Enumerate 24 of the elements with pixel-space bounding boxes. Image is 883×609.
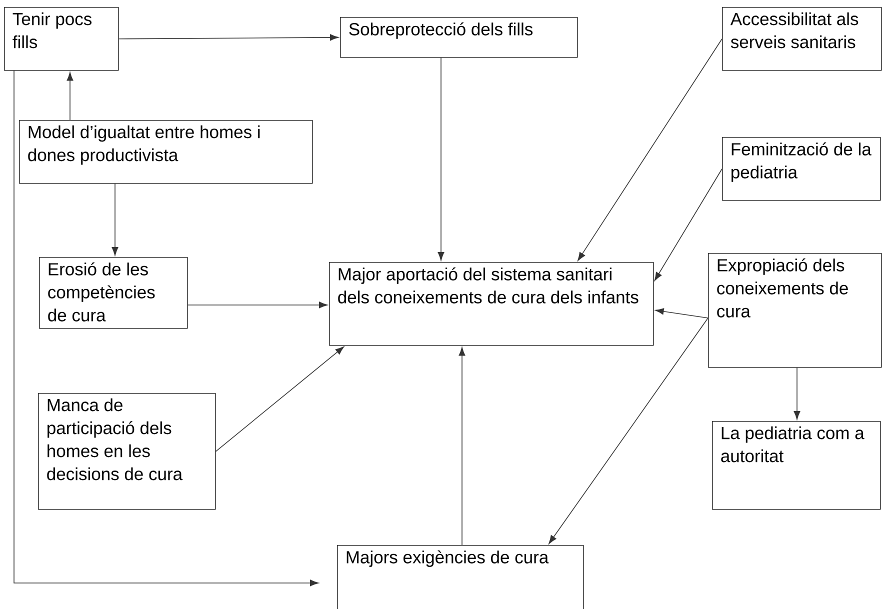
text-box: Tenir pocs fills: [4, 6, 119, 71]
arrow: [118, 34, 339, 41]
arrow: [112, 183, 118, 256]
text-box: Model d’igualtat entre homes i dones productivista: [19, 120, 313, 184]
text-box: Expropiació dels coneixements de cura: [708, 252, 882, 368]
text-box: La pediatria com a autoritat: [712, 420, 881, 510]
text-box: Manca de participació dels homes en les decisions de cura: [38, 392, 216, 510]
arrow: [578, 38, 722, 261]
arrow: [458, 347, 466, 546]
text-box: Majors exigències de cura: [337, 544, 584, 609]
text-box: Erosió de les competències de cura: [39, 256, 188, 329]
arrow: [655, 308, 708, 318]
arrow: [654, 168, 722, 281]
text-box: Sobreprotecció dels fills: [340, 17, 578, 58]
text-box: Major aportació del sistema sanitari dels coneixements de cura dels infants: [329, 262, 654, 346]
arrow: [187, 302, 328, 308]
arrow: [794, 367, 800, 420]
arrow: [548, 318, 708, 544]
arrow: [438, 57, 444, 261]
arrow: [14, 70, 319, 586]
arrow: [66, 72, 74, 120]
text-box: Feminització de la pediatria: [722, 136, 881, 201]
arrow: [215, 346, 344, 452]
text-box: Accessibilitat als serveis sanitaris: [722, 6, 882, 71]
